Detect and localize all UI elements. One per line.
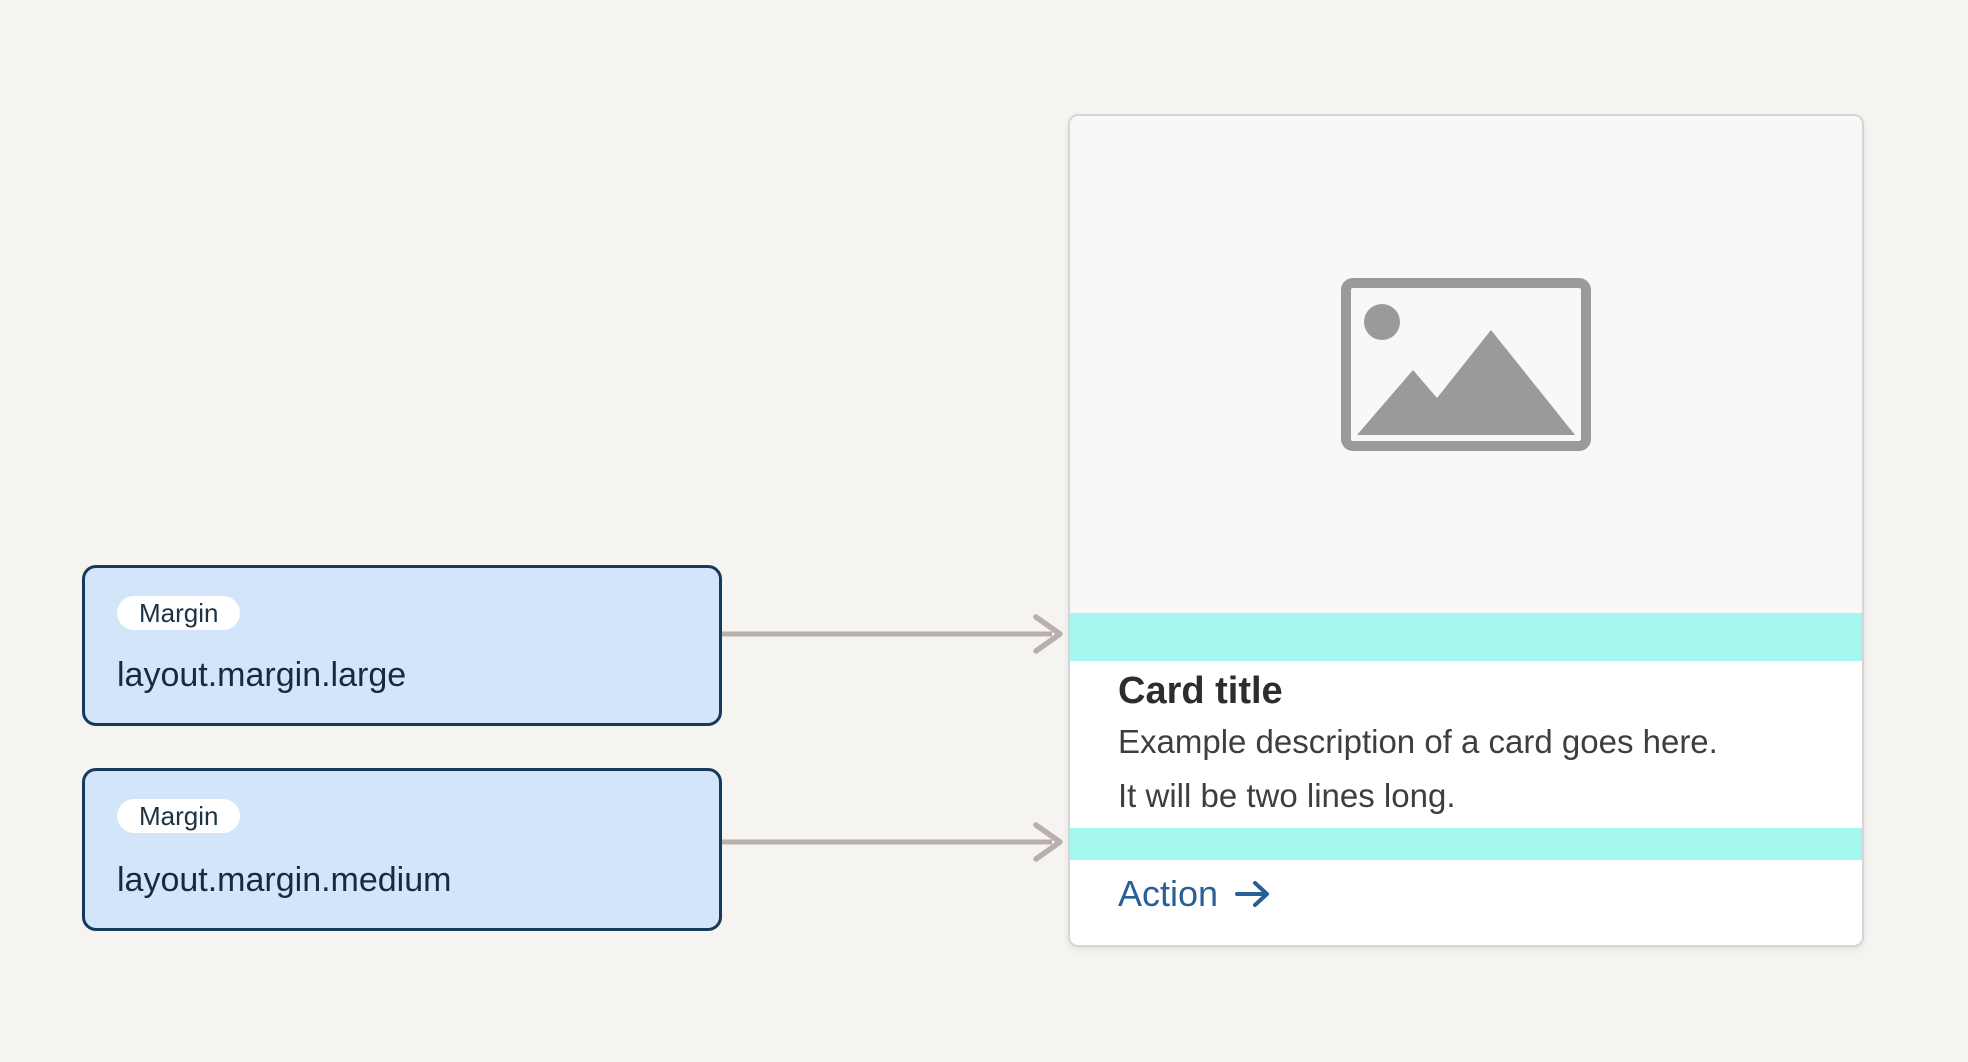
token-name-large: layout.margin.large	[117, 656, 407, 694]
card-title: Card title	[1118, 670, 1283, 712]
example-card: Card title Example description of a card…	[1068, 114, 1864, 947]
card-description-line-2: It will be two lines long.	[1118, 777, 1456, 814]
margin-highlight-medium	[1070, 828, 1862, 860]
image-sun	[1364, 304, 1400, 340]
arrow-connector-large	[722, 614, 1063, 654]
card-action-row: Action	[1070, 860, 1862, 945]
margin-badge: Margin	[117, 799, 241, 833]
card-action-label: Action	[1118, 873, 1219, 914]
card-image-area	[1070, 116, 1862, 613]
image-mountains	[1357, 330, 1575, 435]
token-name-medium: layout.margin.medium	[117, 861, 452, 899]
margin-highlight-large	[1070, 613, 1862, 661]
token-box-margin-large: Margin layout.margin.large	[82, 565, 722, 726]
card-description-line-1: Example description of a card goes here.	[1118, 723, 1718, 760]
image-placeholder-icon	[1341, 278, 1591, 451]
card-content: Card title Example description of a card…	[1070, 661, 1862, 828]
arrow-head-icon	[1033, 614, 1063, 654]
arrow-connector-medium	[722, 822, 1063, 862]
arrow-head-icon	[1033, 822, 1063, 862]
image-frame	[1341, 278, 1591, 451]
token-box-margin-medium: Margin layout.margin.medium	[82, 768, 722, 931]
arrow-right-icon	[1235, 881, 1270, 907]
card-action-link[interactable]: Action	[1118, 872, 1274, 916]
margin-badge: Margin	[117, 596, 241, 630]
